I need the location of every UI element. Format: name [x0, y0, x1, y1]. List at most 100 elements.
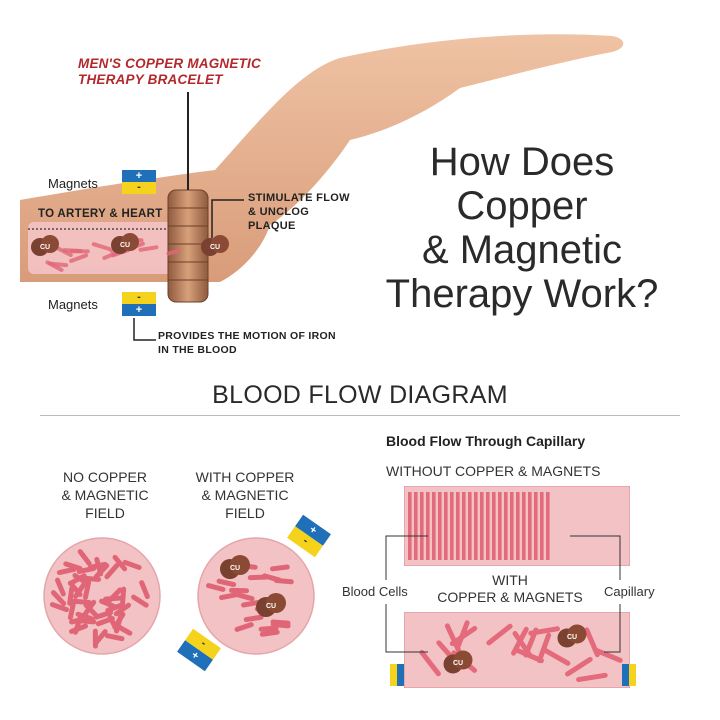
blood-cell [166, 247, 180, 256]
headline-line: How Does [429, 140, 615, 184]
headline: How Does Copper & Magnetic Therapy Work? [352, 140, 692, 316]
blood-cell [419, 649, 441, 677]
blood-cell [83, 602, 100, 619]
blood-cell [420, 492, 424, 560]
blood-cell [112, 554, 128, 572]
blood-cell [92, 628, 98, 649]
blood-cell [540, 492, 544, 560]
plus-icon: + [122, 170, 156, 182]
blood-cell [62, 248, 83, 253]
minus-icon: - [122, 182, 156, 194]
blood-cell [528, 492, 532, 560]
blood-cell [408, 492, 412, 560]
product-label: MEN'S COPPER MAGNETIC THERAPY BRACELET [78, 56, 261, 87]
blood-cell [104, 633, 125, 642]
blood-cell [229, 587, 250, 594]
blood-cell [546, 492, 550, 560]
blood-cell [504, 492, 508, 560]
blood-cell [205, 583, 226, 592]
copper-particle: CU [30, 232, 60, 258]
blood-cell [522, 492, 526, 560]
blood-cell [69, 253, 89, 263]
bracelet-links [168, 207, 208, 281]
section-title: BLOOD FLOW DIAGRAM [212, 381, 508, 409]
blood-cell [270, 621, 291, 629]
blood-cell [50, 590, 67, 607]
blood-cell [516, 492, 520, 560]
blood-cell [498, 492, 502, 560]
iron-bracket [133, 318, 156, 341]
blood-cell [262, 573, 282, 583]
magnet-top-icon: + - [122, 170, 156, 194]
blood-cell [112, 611, 126, 630]
blood-cell [514, 647, 544, 664]
blood-cell [565, 656, 593, 677]
copper-particle: CU [200, 232, 230, 258]
blood-cell [56, 566, 77, 576]
blood-cell [49, 602, 70, 613]
blood-cell [69, 623, 89, 634]
blood-cell [592, 647, 623, 663]
blood-cell [67, 600, 77, 621]
without-label: WITHOUT COPPER & MAGNETS [386, 463, 601, 479]
capillary-connectors [385, 535, 621, 653]
blood-cell [45, 260, 64, 272]
copper-symbol: CU [453, 660, 463, 667]
blood-cell [94, 556, 104, 577]
copper-symbol: CU [230, 565, 240, 572]
blood-cell [462, 492, 466, 560]
copper-symbol: CU [40, 244, 50, 251]
blood-cell [486, 623, 513, 646]
capillary-without [404, 486, 630, 566]
blood-cell [474, 492, 478, 560]
stimulate-bracket [211, 199, 244, 238]
blood-cell [139, 580, 150, 600]
capillary-with [404, 612, 630, 688]
copper-symbol: CU [266, 603, 276, 610]
no-copper-label: NO COPPER & MAGNETIC FIELD [61, 469, 149, 521]
magnet-small-right-icon [622, 664, 636, 686]
blood-cell [510, 492, 514, 560]
artery-label: TO ARTERY & HEART [38, 208, 163, 220]
blood-cell [450, 492, 454, 560]
copper-particle: CU [218, 552, 252, 582]
section-divider [40, 415, 680, 416]
copper-symbol: CU [210, 244, 220, 251]
blood-cell [55, 577, 66, 597]
blood-cell [131, 594, 149, 608]
capillary-label: Capillary [604, 584, 655, 599]
magnets-bottom-label: Magnets [48, 297, 98, 312]
magnet-small-left-icon [390, 664, 404, 686]
with-label: WITH COPPER & MAGNETS [437, 572, 583, 605]
copper-particle: CU [254, 590, 288, 620]
stimulate-note: STIMULATE FLOW & UNCLOG PLAQUE [248, 192, 350, 232]
blood-cell [511, 626, 529, 656]
blood-cell [492, 492, 496, 560]
blood-cell [241, 599, 261, 608]
blood-cell [72, 572, 91, 587]
blood-cell [438, 492, 442, 560]
blood-cell [449, 625, 478, 647]
plus-icon: + [122, 304, 156, 316]
magnets-top-label: Magnets [48, 176, 98, 191]
blood-cell [77, 549, 92, 567]
blood-cell [235, 592, 255, 602]
blood-cell [63, 561, 83, 571]
blood-cell [528, 626, 560, 636]
blood-cell [104, 562, 120, 580]
blood-cell [426, 492, 430, 560]
blood-cell [216, 578, 237, 588]
no-copper-circle [43, 537, 161, 655]
iron-note: PROVIDES THE MOTION OF IRON IN THE BLOOD [158, 330, 336, 356]
blood-cell [93, 610, 114, 620]
blood-cell [234, 622, 254, 632]
blood-cell [82, 580, 92, 600]
copper-particle: CU [110, 230, 140, 256]
blood-cell [69, 615, 89, 625]
headline-line: & Magnetic [421, 228, 623, 272]
blood-cell [71, 598, 92, 605]
capillary-title: Blood Flow Through Capillary [386, 433, 586, 449]
blood-cell [541, 647, 571, 666]
copper-particle: CU [442, 648, 474, 676]
